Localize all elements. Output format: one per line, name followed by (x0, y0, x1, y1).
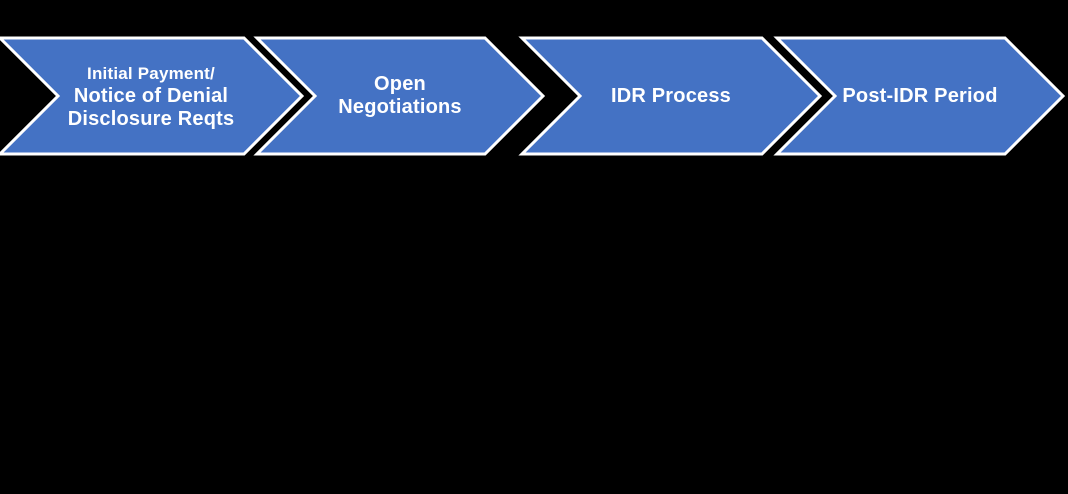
step-1-label: Initial Payment/ Notice of Denial Disclo… (56, 38, 246, 154)
step-2-line-2: Negotiations (338, 96, 462, 118)
step-2-line-1: Open (374, 73, 426, 95)
step-4-label: Post-IDR Period (833, 38, 1007, 154)
chevron-step-1-shape (0, 36, 305, 156)
chevron-step-4-shape (773, 36, 1066, 156)
step-1-line-1: Initial Payment/ (87, 63, 215, 83)
step-1-line-3: Disclosure Reqts (67, 107, 235, 130)
step-3-line-1: IDR Process (610, 84, 732, 107)
step-3-label: IDR Process (580, 38, 762, 154)
chevron-step-2-shape (253, 36, 546, 156)
step-1-line-2: Notice of Denial (73, 84, 229, 107)
step-4-line-1: Post-IDR Period (842, 84, 998, 107)
chevron-step-3-shape (518, 36, 823, 156)
step-2-label: Open Negotiations (315, 38, 485, 154)
